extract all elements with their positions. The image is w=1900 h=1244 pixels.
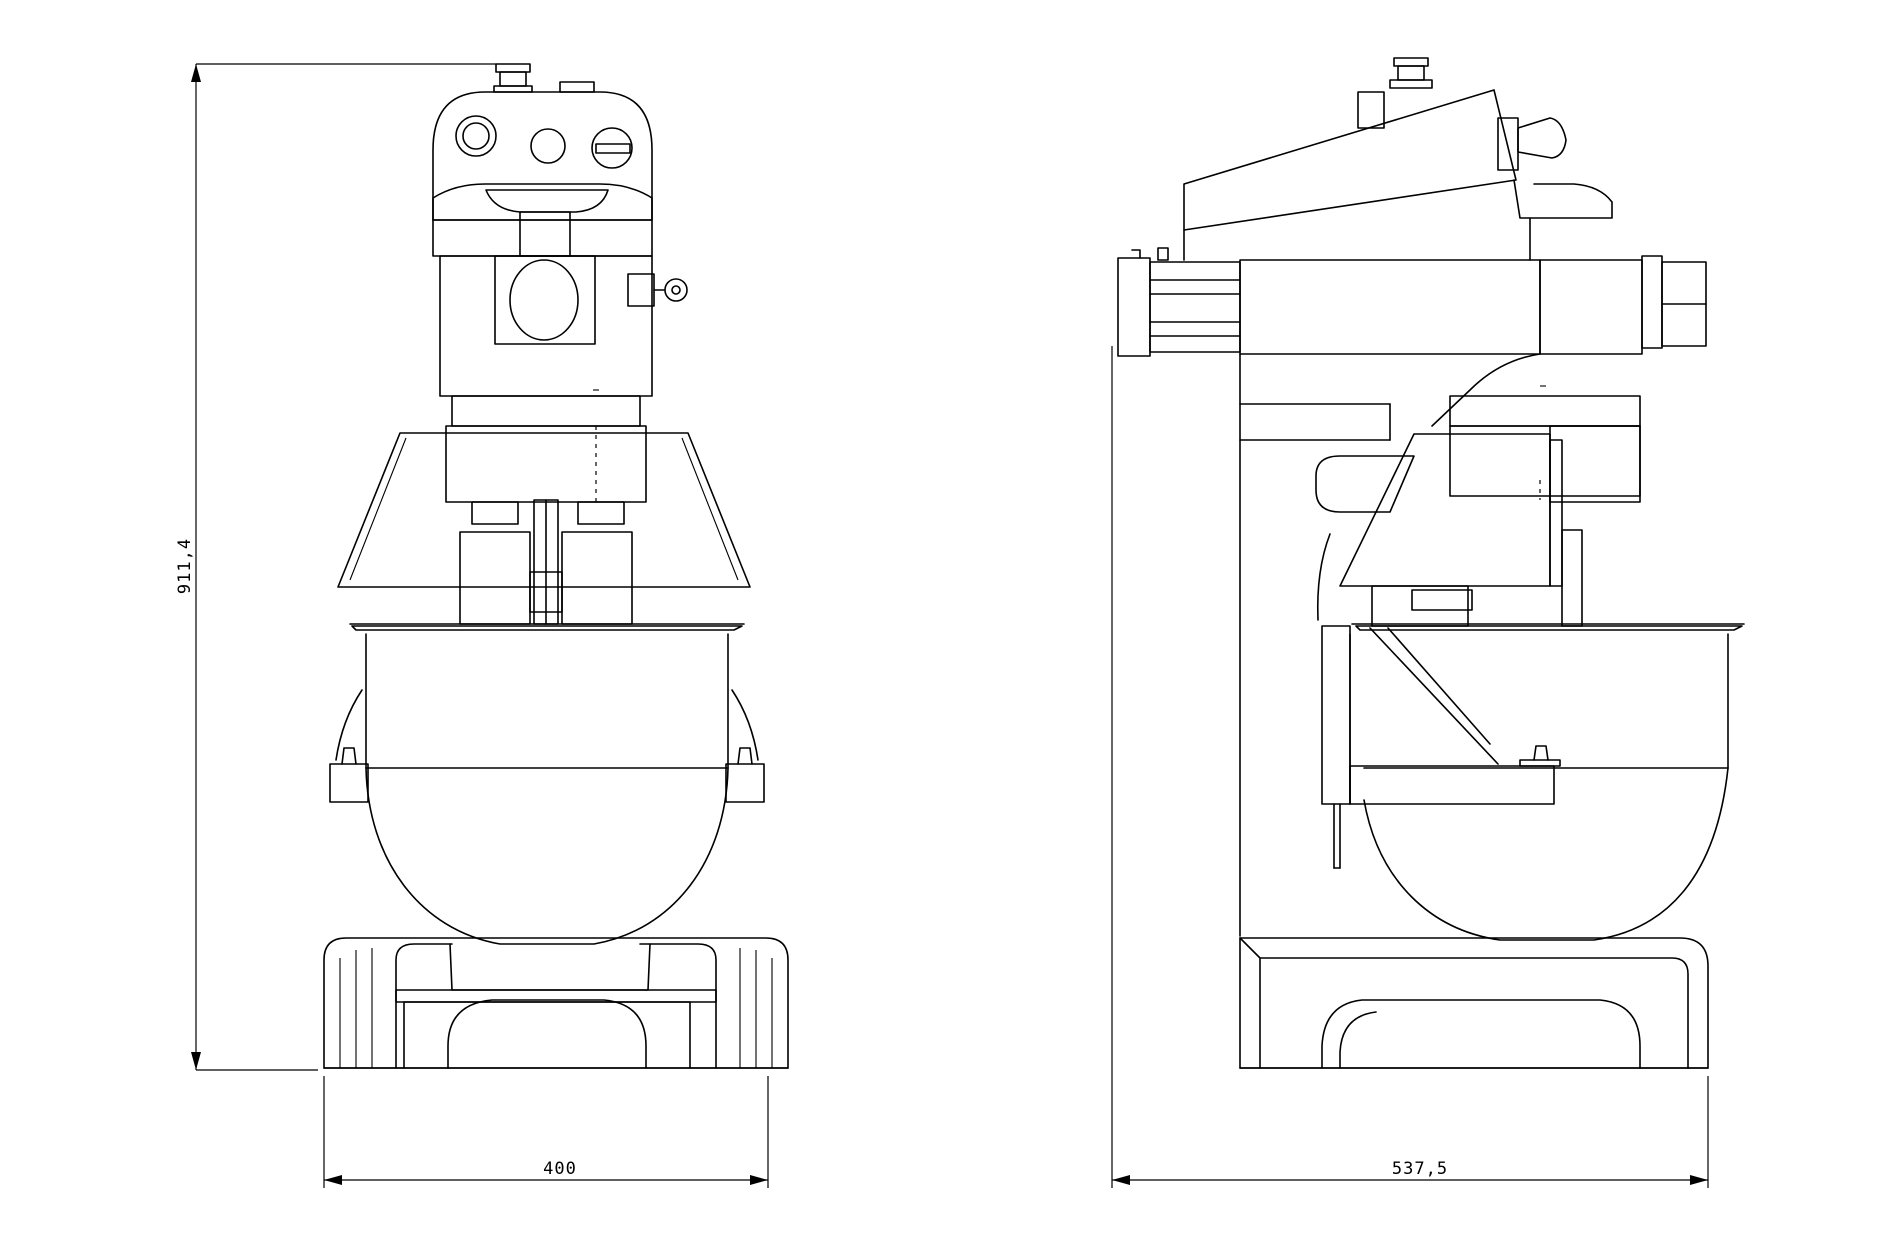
front-width-dimension [323, 1076, 769, 1188]
side-bowl [1321, 623, 1745, 941]
motor-head [432, 91, 653, 257]
side-housing [1117, 247, 1707, 357]
side-depth-dimension [1111, 346, 1709, 1188]
side-bowl-guard [1315, 433, 1583, 627]
side-view: 537,5 [1111, 57, 1745, 1188]
tilted-head [1183, 89, 1613, 261]
height-dimension [191, 63, 496, 1071]
front-base [323, 937, 789, 1069]
bowl [329, 623, 765, 945]
gear-column [439, 255, 688, 427]
height-dimension-label: 911,4 [175, 538, 195, 594]
spindles [459, 499, 633, 625]
side-depth-label: 537,5 [1392, 1159, 1448, 1179]
bowl-guard [337, 425, 751, 588]
top-knob [493, 63, 595, 93]
side-base [1239, 937, 1709, 1069]
side-column [1239, 353, 1641, 937]
side-top-knob [1357, 57, 1433, 129]
front-width-label: 400 [543, 1159, 577, 1179]
front-view: 911,4 400 [175, 63, 789, 1188]
